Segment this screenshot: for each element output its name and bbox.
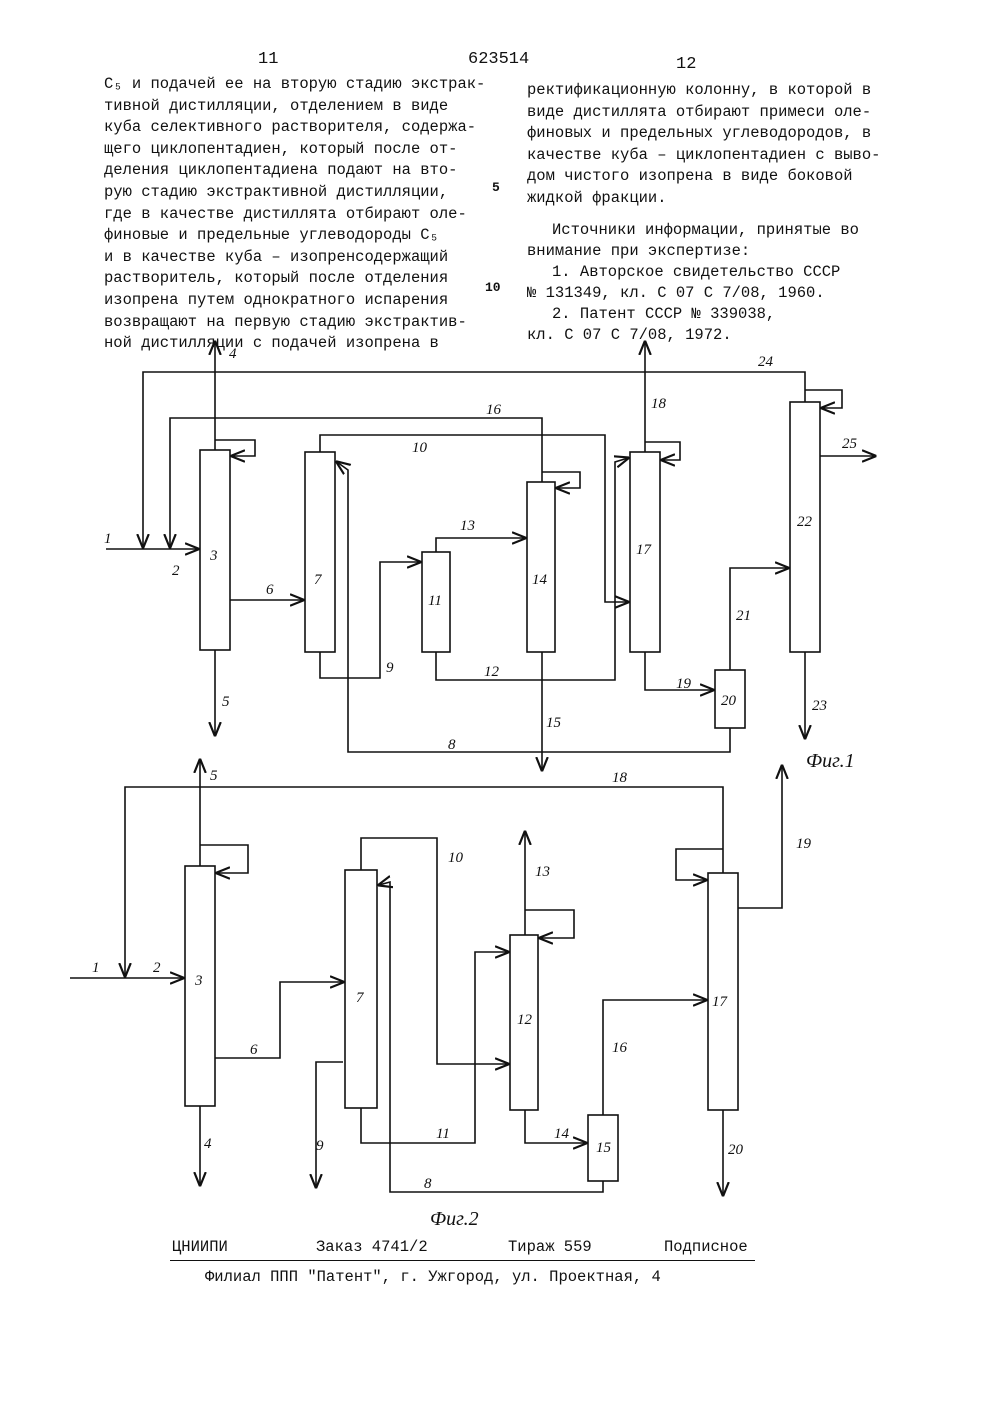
column-label: 14 [532,572,548,588]
stream-label: 2 [172,563,180,579]
figure-2: 1 2 3 4 5 6 7 8 9 10 11 12 13 14 15 16 1… [70,760,812,1195]
stream-label: 24 [758,354,774,370]
stream-label: 13 [535,864,550,880]
stream-label: 4 [204,1136,212,1152]
column-7 [345,870,377,1108]
stream-label: 19 [796,836,812,852]
stream-label: 16 [612,1040,628,1056]
column-label: 11 [428,593,442,609]
stream-label: 12 [484,664,500,680]
footer-order: Заказ 4741/2 [316,1238,428,1256]
stream-label: 11 [436,1126,450,1142]
stream-label: 21 [736,608,751,624]
column-7 [305,452,335,652]
stream-label: 25 [842,436,858,452]
stream-label: 5 [222,694,230,710]
stream-label: 10 [412,440,428,456]
footer-circulation: Тираж 559 [508,1238,592,1256]
footer-address: Филиал ППП "Патент", г. Ужгород, ул. Про… [205,1268,661,1286]
footer-org: ЦНИИПИ [172,1238,228,1256]
stream-label: 10 [448,850,464,866]
stream-label: 18 [612,770,628,786]
stream-label: 1 [92,960,100,976]
stream-label: 19 [676,676,692,692]
column-label: 22 [797,514,813,530]
stream-label: 23 [812,698,827,714]
column-label: 17 [636,542,653,558]
stream-label: 8 [424,1176,432,1192]
stream-label: 9 [386,660,394,676]
column-label: 17 [712,994,729,1010]
figure-2-caption: Фиг.2 [430,1208,479,1231]
stream-label: 15 [546,715,562,731]
column-label: 3 [194,973,203,989]
stream-label: 14 [554,1126,570,1142]
stream-label: 2 [153,960,161,976]
stream-label: 6 [266,582,274,598]
column-label: 20 [721,693,737,709]
column-label: 15 [596,1140,612,1156]
footer-divider [170,1260,755,1261]
column-label: 12 [517,1012,533,1028]
figure-1: 1 2 3 4 5 6 7 8 9 10 11 12 13 14 15 16 1… [104,342,875,770]
stream-label: 5 [210,768,218,784]
column-label: 3 [209,548,218,564]
stream-label: 18 [651,396,667,412]
stream-label: 1 [104,531,112,547]
stream-label: 6 [250,1042,258,1058]
stream-label: 9 [316,1138,324,1154]
column-14 [527,482,555,652]
stream-label: 16 [486,402,502,418]
figure-1-caption: Фиг.1 [806,750,855,773]
stream-label: 4 [229,346,237,362]
footer-subscription: Подписное [664,1238,748,1256]
stream-label: 20 [728,1142,744,1158]
column-17 [708,873,738,1110]
stream-label: 13 [460,518,475,534]
stream-label: 8 [448,737,456,753]
